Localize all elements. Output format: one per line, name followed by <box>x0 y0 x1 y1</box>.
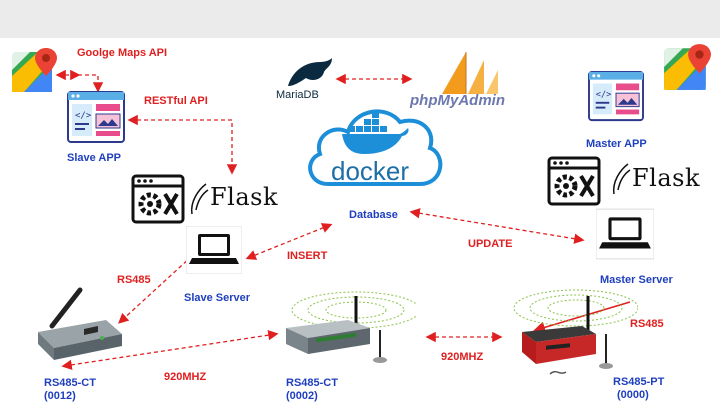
rs485-right-label: RS485 <box>630 318 664 330</box>
insert-link <box>245 223 333 260</box>
restful-api-link <box>127 114 238 175</box>
web-app-icon-right: </> <box>588 70 644 122</box>
docker-label: docker <box>331 156 410 186</box>
rs485-right-link <box>533 301 631 334</box>
rs485-left-label: RS485 <box>117 274 151 286</box>
google-maps-icon <box>12 48 57 92</box>
web-app-icon: </> <box>67 91 125 143</box>
laptop-icon <box>186 226 242 274</box>
flask-label: Flask <box>210 183 278 211</box>
flask-logo-icon-right <box>612 163 631 195</box>
master-app-label: Master APP <box>586 138 647 150</box>
wireless-module-icon-pt <box>513 289 638 375</box>
google-maps-api-label: Goolge Maps API <box>77 47 168 59</box>
device-2-id: (0002) <box>286 390 318 402</box>
restful-api-label: RESTful API <box>144 95 208 107</box>
svg-text:</>: </> <box>75 111 92 121</box>
laptop-icon-right <box>596 208 654 260</box>
device-2-name: RS485-CT <box>286 377 338 389</box>
phpmyadmin-label: phpMyAdmin <box>410 92 505 109</box>
database-label: Database <box>349 209 398 221</box>
insert-label: INSERT <box>287 250 328 262</box>
flask-label-right: Flask <box>632 164 700 192</box>
docker-cloud-icon <box>308 109 443 186</box>
slave-app-label: Slave APP <box>67 152 122 164</box>
920mhz-right-label: 920MHZ <box>441 351 484 363</box>
920mhz-left-label: 920MHZ <box>164 371 207 383</box>
settings-tools-icon-right <box>547 156 601 206</box>
slave-server-label: Slave Server <box>184 292 251 304</box>
update-label: UPDATE <box>468 238 513 250</box>
svg-text:</>: </> <box>596 90 612 100</box>
mariadb-seal-icon <box>288 58 332 86</box>
top-bar <box>0 0 720 38</box>
device-1-id: (0012) <box>44 390 76 402</box>
gateway-device-icon <box>38 287 122 360</box>
rs485-left-link <box>118 255 193 324</box>
mhz-left-link <box>61 330 279 370</box>
device-1-name: RS485-CT <box>44 377 96 389</box>
docker-whale-icon <box>342 112 409 154</box>
flask-logo-icon <box>190 183 209 215</box>
phpmyadmin-sail-icon <box>442 52 498 94</box>
device-3-name: RS485-PT <box>613 376 665 388</box>
wireless-module-icon <box>286 291 416 363</box>
settings-tools-icon <box>131 174 185 224</box>
master-server-label: Master Server <box>600 274 673 286</box>
mariadb-label: MariaDB <box>276 89 319 101</box>
device-3-id: (0000) <box>617 389 649 401</box>
maps-to-slave-app-link <box>78 74 104 93</box>
google-maps-icon-right <box>664 44 711 90</box>
update-link <box>409 208 585 244</box>
